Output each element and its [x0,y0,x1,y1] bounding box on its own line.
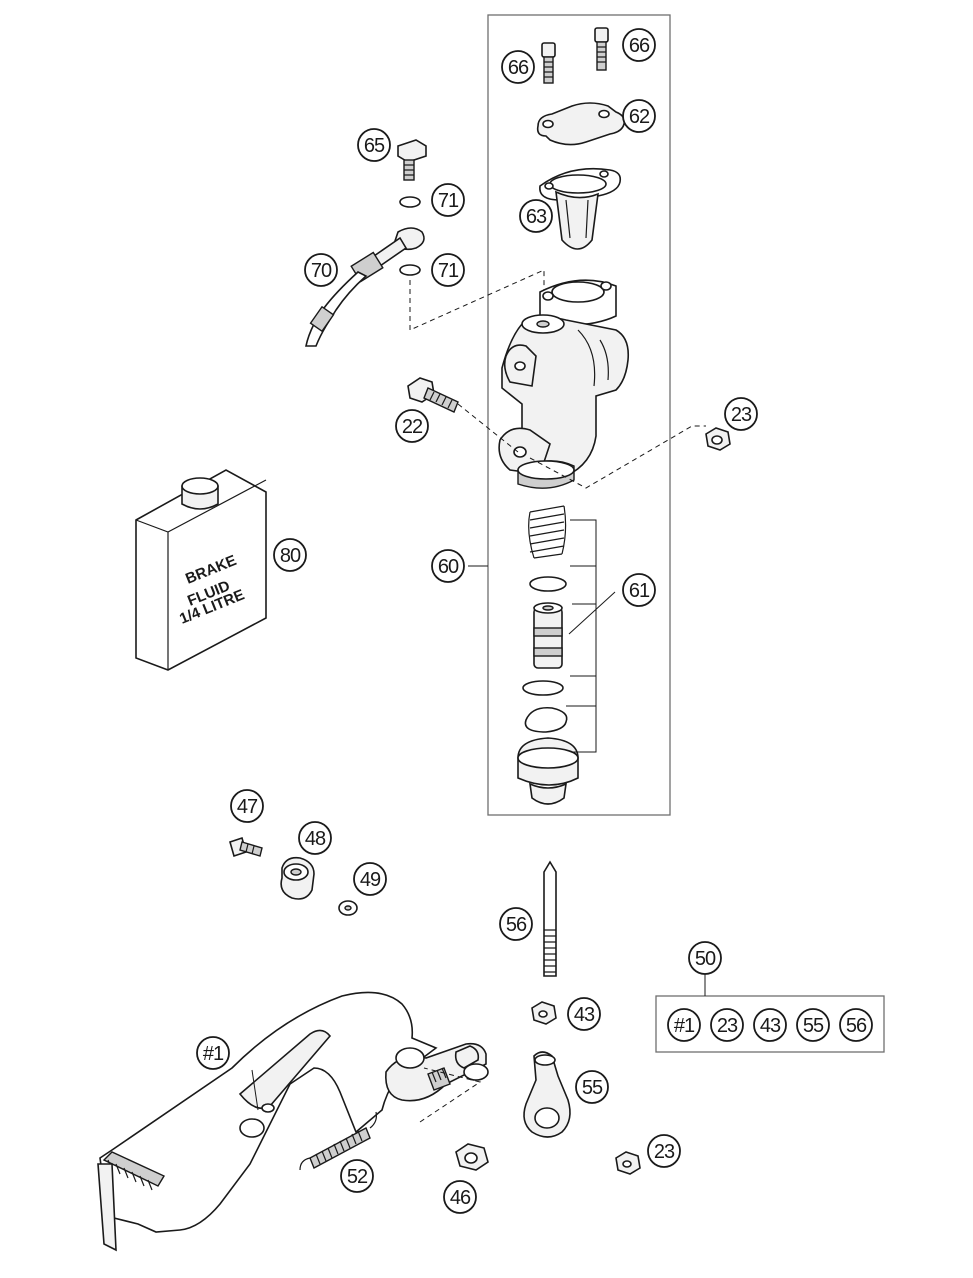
svg-text:66: 66 [629,35,650,57]
washer-part-71b [399,264,421,276]
kit-item-43: 43 [753,1008,787,1042]
svg-text:80: 80 [280,545,301,567]
svg-text:65: 65 [364,135,385,157]
banjo-bolt-part-65 [397,139,427,181]
kit-item-56: 56 [839,1008,873,1042]
svg-text:55: 55 [803,1015,824,1037]
callout-22: 22 [395,409,429,443]
svg-text:47: 47 [237,796,258,818]
bolt-part-22 [407,377,459,413]
callout-43: 43 [567,997,601,1031]
svg-text:49: 49 [360,869,381,891]
callout-49: 49 [353,862,387,896]
callout-50: 50 [688,941,722,975]
callout-46: 46 [443,1180,477,1214]
callout-62: 62 [622,99,656,133]
callout-56: 56 [499,907,533,941]
callout-66b: 66 [622,28,656,62]
leader-61 [568,591,616,635]
washer-part-71a [399,196,421,208]
stud-part-56 [543,860,557,977]
svg-text:52: 52 [347,1166,368,1188]
callout-23a: 23 [724,397,758,431]
svg-text:60: 60 [438,556,459,578]
svg-text:48: 48 [305,828,326,850]
callout-23b: 23 [647,1134,681,1168]
svg-text:71: 71 [438,190,459,212]
seal-ring-part [529,576,567,592]
kit-item-55: 55 [796,1008,830,1042]
svg-text:23: 23 [654,1141,675,1163]
return-spring-part-52 [299,1111,377,1171]
svg-text:55: 55 [582,1077,603,1099]
svg-text:61: 61 [629,580,650,602]
svg-text:70: 70 [311,260,332,282]
callout-63: 63 [519,199,553,233]
washer-part-49 [338,900,358,916]
svg-text:62: 62 [629,106,650,128]
callout-52: 52 [340,1159,374,1193]
callout-70: 70 [304,253,338,287]
svg-text:22: 22 [402,416,423,438]
svg-text:23: 23 [731,404,752,426]
brake-pedal-part-1 [97,991,489,1252]
svg-text:43: 43 [760,1015,781,1037]
spring-part [528,505,567,559]
callout-55: 55 [575,1070,609,1104]
svg-text:43: 43 [574,1004,595,1026]
callout-47: 47 [230,789,264,823]
kit-bracket-lines [566,519,597,753]
callout-71a: 71 [431,183,465,217]
svg-text:66: 66 [508,57,529,79]
leader-1 [251,1069,259,1111]
dash-nut-23a [529,425,706,489]
svg-text:71: 71 [438,260,459,282]
kit-box-50 [655,995,885,1053]
brake-fluid-can-part-80: BRAKE FLUID 1/4 LITRE [135,469,267,671]
svg-text:63: 63 [526,206,547,228]
svg-text:56: 56 [506,914,527,936]
piston-part-61 [533,602,563,669]
svg-text:50: 50 [695,948,716,970]
washer-part [522,680,564,696]
svg-text:#1: #1 [203,1043,224,1065]
kit-item-1: #1 [667,1008,701,1042]
callout-71b: 71 [431,253,465,287]
nut-part-23a [705,427,731,451]
nut-part-23b [615,1151,641,1175]
dust-boot-part [517,737,579,805]
screw-part-47 [229,836,263,858]
kit-item-23: 23 [710,1008,744,1042]
master-cylinder-body [498,279,630,489]
screw-part-66a [541,42,556,84]
svg-text:46: 46 [450,1187,471,1209]
callout-1: #1 [196,1036,230,1070]
dash-nut-46 [419,1067,482,1123]
callout-61: 61 [622,573,656,607]
clevis-part-55 [523,1051,571,1138]
reservoir-cap-part-62 [536,102,626,146]
screw-part-66b [594,27,609,71]
svg-text:56: 56 [846,1015,867,1037]
dash-bolt-22 [457,403,519,453]
brake-hose-part-70 [305,227,425,347]
svg-text:23: 23 [717,1015,738,1037]
nut-part-43 [531,1001,557,1025]
nut-part-46 [455,1143,489,1171]
callout-80: 80 [273,538,307,572]
master-cylinder-group-frame [487,14,671,816]
bushing-part-48 [280,856,315,900]
svg-text:#1: #1 [674,1015,695,1037]
callout-60: 60 [431,549,465,583]
callout-65: 65 [357,128,391,162]
reservoir-part-63 [539,167,622,250]
callout-48: 48 [298,821,332,855]
circlip-part [524,706,568,733]
callout-66a: 66 [501,50,535,84]
